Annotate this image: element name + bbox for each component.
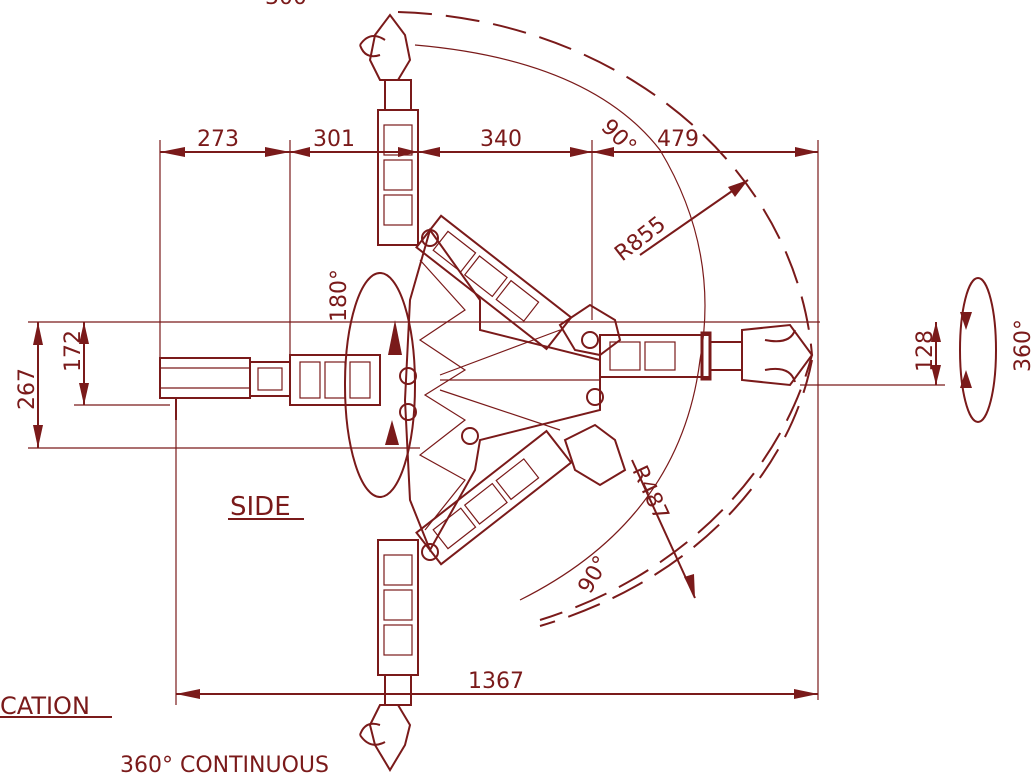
upper-vertical-arm: [359, 13, 419, 246]
joint: [421, 543, 439, 561]
joint: [399, 403, 417, 421]
dim-arrow: [931, 365, 941, 385]
angle-90-bottom-label: 90°: [574, 552, 615, 598]
lower-diagonal-arm: [415, 429, 573, 566]
location-label: CATION: [0, 692, 90, 720]
angle-360-label: 360°: [1011, 319, 1034, 372]
joint: [399, 367, 417, 385]
dim-arrow: [79, 322, 89, 344]
dim-arrow: [931, 322, 941, 342]
dim-arrow: [728, 180, 748, 197]
dim-479-label: 479: [657, 127, 699, 152]
rotation-arrow: [385, 420, 399, 445]
joint: [461, 427, 479, 445]
dim-arrow: [176, 689, 200, 699]
dim-273-label: 273: [197, 127, 239, 152]
dim-arrow: [570, 147, 592, 157]
dim-arrow: [33, 425, 43, 448]
joint: [586, 388, 604, 406]
dim-arrow: [418, 147, 440, 157]
lower-diagonal-gripper: [563, 423, 627, 487]
dim-arrow: [684, 574, 695, 598]
dim-arrow: [265, 147, 290, 157]
dim-128-label: 128: [913, 330, 938, 372]
dim-top-partial: 300: [265, 0, 307, 10]
lower-vertical-arm: [359, 539, 419, 772]
r855-leader: [639, 179, 749, 256]
dim-340-label: 340: [480, 127, 522, 152]
continuous-label: 360° CONTINUOUS: [120, 753, 329, 775]
reach-arc-outer: [397, 11, 814, 621]
dim-arrow: [795, 147, 818, 157]
rotation-arrow: [388, 320, 402, 355]
rotation-arrow: [960, 370, 972, 388]
central-frame: [403, 227, 601, 553]
r487-leader: [631, 459, 696, 599]
horizontal-right-arm: [599, 323, 814, 387]
joint: [581, 331, 599, 349]
reach-arc-inner: [414, 44, 706, 601]
upper-diagonal-arm: [415, 214, 573, 351]
dim-arrow: [33, 322, 43, 345]
dim-301-label: 301: [313, 127, 355, 152]
dim-1367-label: 1367: [468, 669, 524, 694]
dim-arrow: [794, 689, 818, 699]
dim-arrow: [290, 147, 310, 157]
dim-arrow: [79, 383, 89, 405]
reach-arc-lower: [539, 359, 813, 627]
rotation-arrow: [960, 312, 972, 330]
joint: [421, 229, 439, 247]
horizontal-left-arm: [159, 354, 381, 420]
angle-180-label: 180°: [327, 269, 352, 322]
dim-arrow: [160, 147, 185, 157]
dim-267-label: 267: [15, 368, 40, 410]
rotation-360-ellipse: [959, 277, 997, 423]
frame-truss: [418, 259, 600, 531]
dim-arrow: [592, 147, 614, 157]
upper-diagonal-gripper: [558, 303, 622, 357]
side-label: SIDE: [230, 492, 291, 522]
dim-172-label: 172: [61, 330, 86, 372]
